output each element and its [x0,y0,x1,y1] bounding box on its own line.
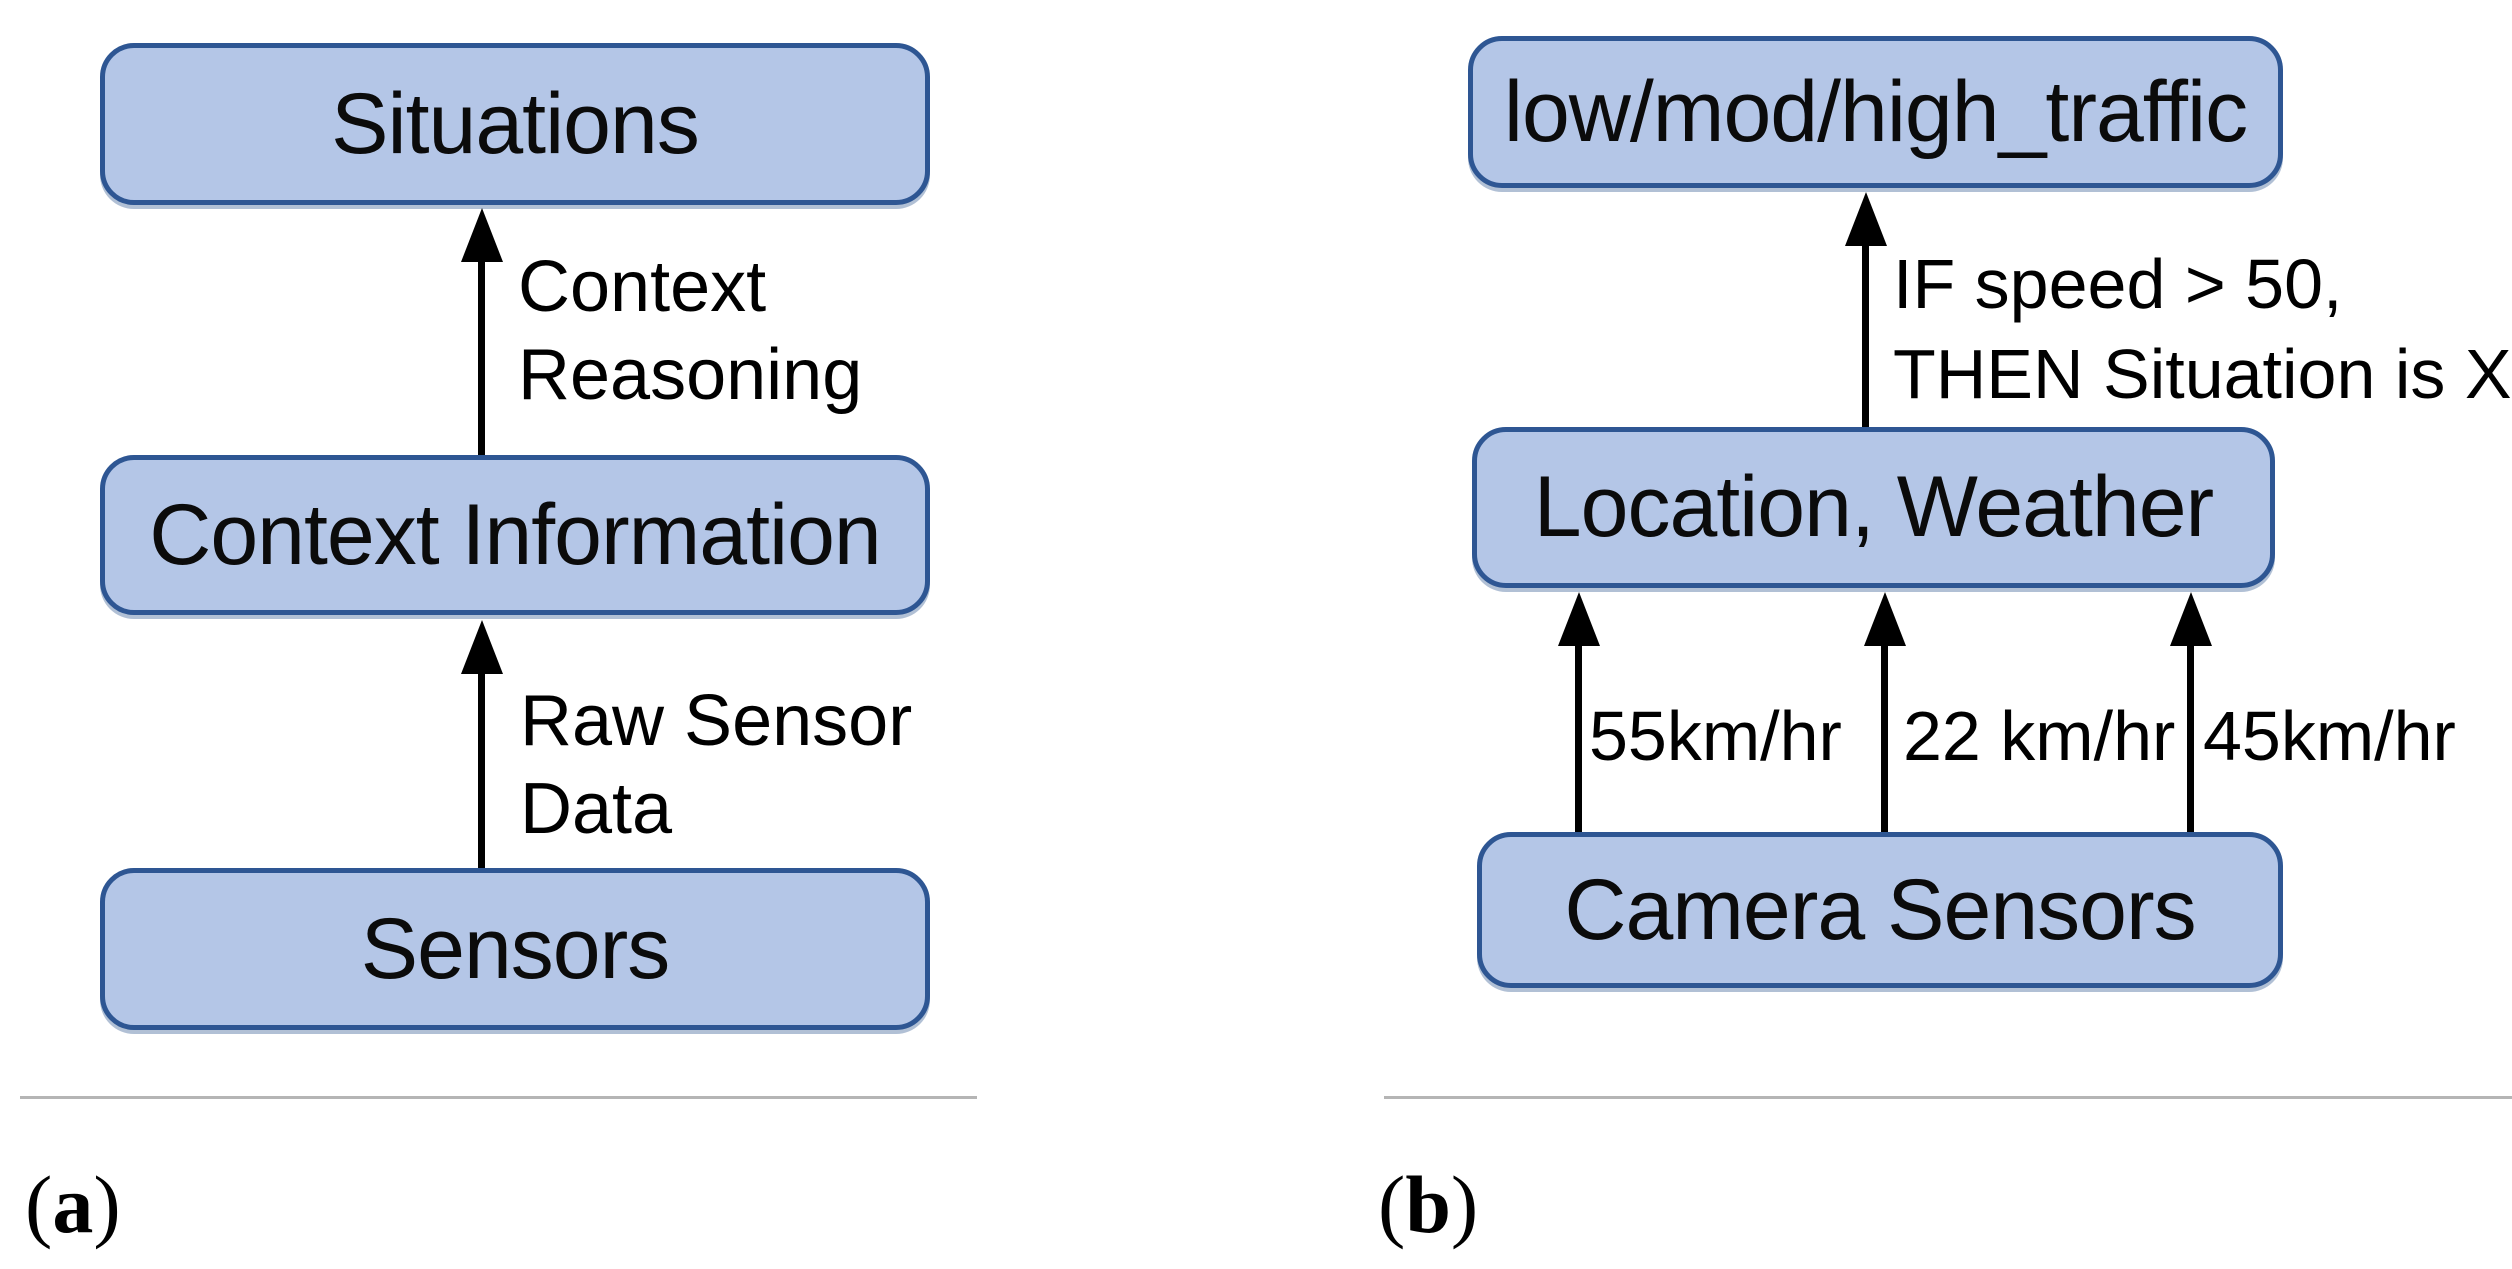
arrow-head-context-reasoning-icon [461,208,503,262]
edge-label-raw-sensor: Raw Sensor Data [520,678,912,854]
arrow-line-speed-middle [1881,642,1888,832]
node-traffic-levels-label: low/mod/high_traffic [1503,63,2248,160]
arrow-line-rule [1862,242,1869,427]
edge-label-rule-line2: THEN Situation is X [1893,334,2512,413]
node-context-information-label: Context Information [149,486,881,583]
panel-b-caption-close: ) [1450,1159,1479,1250]
edge-label-context-reasoning-line1: Context [518,247,767,327]
panel-b-caption-letter: b [1405,1159,1451,1250]
node-context-information: Context Information [100,455,930,615]
arrow-line-speed-left [1575,642,1582,832]
node-location-weather: Location, Weather [1472,427,2275,588]
panel-a-caption-letter: a [52,1159,94,1250]
edge-label-speed-right: 45km/hr [2203,697,2456,775]
edge-label-context-reasoning-line2: Reasoning [518,334,863,415]
edge-label-raw-sensor-line1: Raw Sensor [520,681,913,761]
panel-a-caption-open: ( [25,1159,53,1250]
arrow-line-context-reasoning [478,258,485,455]
edge-label-raw-sensor-line2: Data [520,768,673,849]
panel-a-divider [20,1096,977,1099]
panel-b-caption: (b) [1378,1158,1478,1252]
node-sensors-label: Sensors [360,900,670,997]
arrow-head-speed-right-icon [2170,592,2212,646]
node-situations-label: Situations [331,75,700,172]
node-sensors: Sensors [100,868,930,1030]
edge-label-speed-left: 55km/hr [1589,697,1842,775]
node-traffic-levels: low/mod/high_traffic [1468,36,2283,188]
edge-label-speed-middle: 22 km/hr [1903,697,2176,775]
edge-label-rule-line1: IF speed > 50, [1893,245,2343,323]
panel-a-caption-close: ) [93,1159,121,1250]
node-camera-sensors-label: Camera Sensors [1564,861,2196,958]
arrow-head-raw-sensor-icon [461,620,503,674]
panel-b-divider [1384,1096,2512,1099]
edge-label-context-reasoning: Context Reasoning [518,244,862,420]
node-camera-sensors: Camera Sensors [1477,832,2283,988]
edge-label-rule: IF speed > 50, THEN Situation is X [1893,240,2512,419]
arrow-head-speed-left-icon [1558,592,1600,646]
node-situations: Situations [100,43,930,205]
arrow-line-speed-right [2187,642,2194,832]
panel-b-caption-open: ( [1378,1159,1406,1250]
arrow-head-rule-icon [1845,192,1887,246]
arrow-head-speed-middle-icon [1864,592,1906,646]
panel-a-caption: (a) [25,1158,121,1252]
arrow-line-raw-sensor [478,670,485,868]
node-location-weather-label: Location, Weather [1533,459,2214,555]
